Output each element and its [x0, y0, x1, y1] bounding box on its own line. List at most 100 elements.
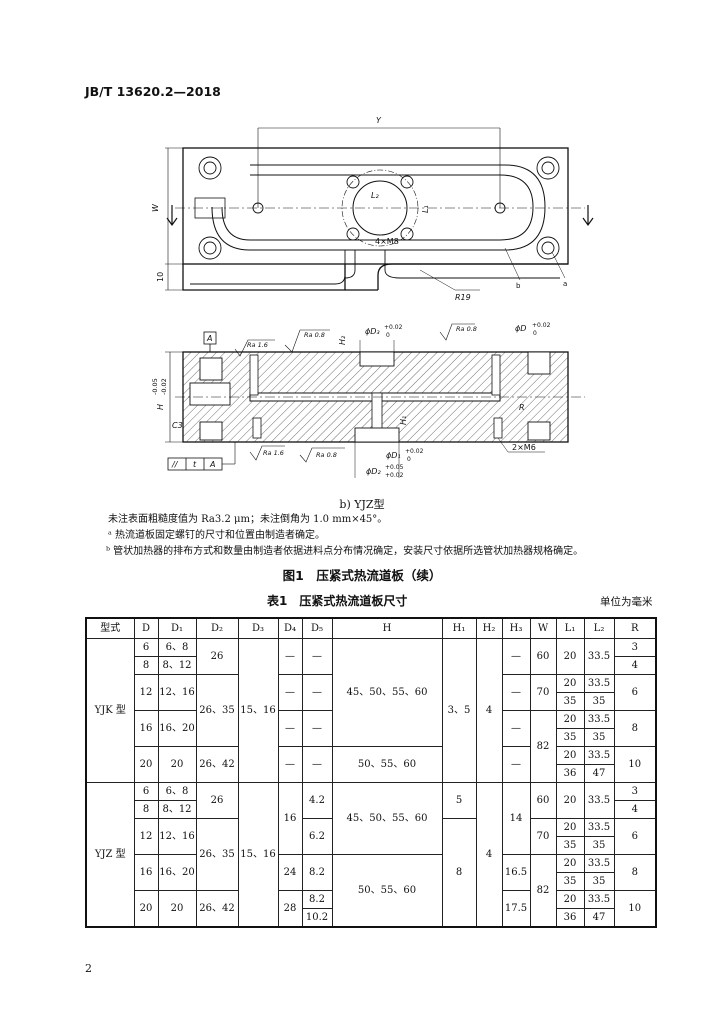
- label-r19: R19: [455, 293, 471, 302]
- cell: 33.5: [583, 746, 615, 765]
- page-number: 2: [85, 962, 92, 975]
- cell: 35: [583, 836, 615, 855]
- cell: 47: [583, 764, 615, 783]
- cell: 36: [555, 764, 585, 783]
- cell: —: [301, 638, 333, 675]
- cell: 16.5: [501, 854, 531, 891]
- table-row: 35 35: [86, 836, 656, 855]
- cell: 33.5: [583, 818, 615, 837]
- cell: 3、5: [441, 638, 477, 783]
- cell: 35: [555, 728, 585, 747]
- cell: 6、8: [157, 782, 197, 801]
- cell: 20: [157, 746, 197, 783]
- dim-y: Y: [376, 116, 382, 125]
- cell: 20: [555, 854, 585, 873]
- table-header-row: 型式 D D₁ D₂ D₃ D₄ D₅ H H₁ H₂ H₃ W L₁ L₂ R: [85, 617, 657, 639]
- note-b: ᵇ 管状加热器的排布方式和数量由制造者依据进料点分布情况确定，安装尺寸依据所选管…: [106, 546, 584, 557]
- col-d4: D₄: [277, 617, 303, 639]
- table-row: 20 20 26、42 28 8.2 17.5 20 33.5 10: [86, 890, 657, 928]
- cell: 26、42: [195, 890, 239, 928]
- dim-d4-tol: +0.02: [532, 322, 551, 329]
- cell-type: YJZ 型: [85, 782, 135, 928]
- cell: —: [501, 674, 531, 711]
- note-a: ᵃ 热流道板固定螺钉的尺寸和位置由制造者确定。: [108, 530, 326, 541]
- dim-d1: ϕD₁: [386, 451, 401, 460]
- cell: 20: [133, 746, 159, 783]
- dim-d3-tol2: 0: [386, 332, 390, 339]
- cell: 33.5: [583, 890, 615, 909]
- top-view: Y W 10: [151, 116, 594, 302]
- col-w: W: [529, 617, 557, 639]
- cell: 16: [133, 854, 159, 891]
- cell: —: [301, 710, 333, 747]
- cell: 6.2: [301, 818, 333, 855]
- cell: 70: [529, 674, 557, 711]
- cell: 3: [613, 638, 657, 657]
- cell: 35: [583, 872, 615, 891]
- col-d3: D₃: [237, 617, 279, 639]
- label-m6: 2×M6: [512, 443, 536, 452]
- cell: 6: [133, 638, 159, 657]
- cell: 4: [475, 782, 503, 928]
- cell: 35: [555, 692, 585, 711]
- cell: 8.2: [301, 890, 333, 909]
- dim-d1-tol: +0.02: [405, 448, 424, 455]
- cell: 4: [613, 656, 657, 675]
- col-type: 型式: [85, 617, 135, 639]
- callout-a: a: [563, 280, 567, 288]
- par-a: A: [209, 460, 215, 469]
- cell: 26、35: [195, 818, 239, 891]
- cell: —: [277, 710, 303, 747]
- cell: 26: [195, 782, 239, 819]
- table-row: 8 8、12 4: [86, 656, 657, 675]
- cell: 8: [441, 818, 477, 928]
- table-row: YJZ 型 6 6、8 26 15、16 16 4.2 45、50、55、60 …: [85, 782, 657, 928]
- dim-h-tol1: -0.05: [151, 378, 159, 395]
- label-r: R: [519, 403, 525, 412]
- cell: 16: [277, 782, 303, 855]
- dim-d4-tol2: 0: [533, 330, 537, 337]
- cell: 3: [613, 782, 657, 801]
- label-holes: 4×M8: [375, 237, 399, 246]
- cell: 4.2: [301, 782, 333, 819]
- ra-16-top: Ra 1.6: [247, 341, 268, 349]
- unit-note: 单位为毫米: [600, 596, 653, 608]
- ra-08-right: Ra 0.8: [456, 325, 477, 333]
- ra-08-bottom: Ra 0.8: [316, 451, 337, 459]
- cell: 8.2: [301, 854, 333, 891]
- cell: 6: [133, 782, 159, 801]
- cell: 12: [133, 674, 159, 711]
- cell: 14: [501, 782, 531, 855]
- par-symbol: //: [171, 460, 179, 469]
- cell: —: [277, 674, 303, 711]
- cell: 26: [195, 638, 239, 675]
- label-l1: L₁: [421, 205, 430, 213]
- cell: 24: [277, 854, 303, 891]
- note-1: 未注表面粗糙度值为 Ra3.2 μm；未注倒角为 1.0 mm×45°。: [108, 514, 388, 525]
- cell: —: [501, 638, 531, 675]
- col-r: R: [613, 617, 657, 639]
- cell: 16、20: [157, 710, 197, 747]
- cell: 35: [555, 836, 585, 855]
- dim-d2-tol: +0.05: [385, 464, 404, 471]
- col-l2: L₂: [583, 617, 615, 639]
- dim-w: W: [151, 203, 160, 212]
- cell: 20: [555, 710, 585, 729]
- cell: 12、16: [157, 818, 197, 855]
- cell: 15、16: [237, 782, 279, 928]
- dim-d3-tol: +0.02: [384, 324, 403, 331]
- cell: 12、16: [157, 674, 197, 711]
- table-row: 16 16、20 24 8.2 50、55、60 16.5 82 20 33.5…: [86, 854, 657, 928]
- cell: 6: [613, 818, 657, 855]
- col-d5: D₅: [301, 617, 333, 639]
- datum-a: A: [206, 334, 212, 343]
- cell: —: [277, 746, 303, 783]
- cell: 50、55、60: [331, 746, 443, 783]
- table-row: YJK 型 6 6、8 26 15、16 — — 45、50、55、60 3、5…: [85, 638, 657, 783]
- dim-d2-tol2: +0.02: [385, 472, 404, 479]
- dim-h1: H₁: [399, 416, 408, 425]
- cell: 60: [529, 638, 557, 675]
- ra-16-bottom: Ra 1.6: [263, 449, 284, 457]
- table-row: 12 12、16 26、35 — — — 70 20 33.5 6: [86, 674, 657, 747]
- col-l1: L₁: [555, 617, 585, 639]
